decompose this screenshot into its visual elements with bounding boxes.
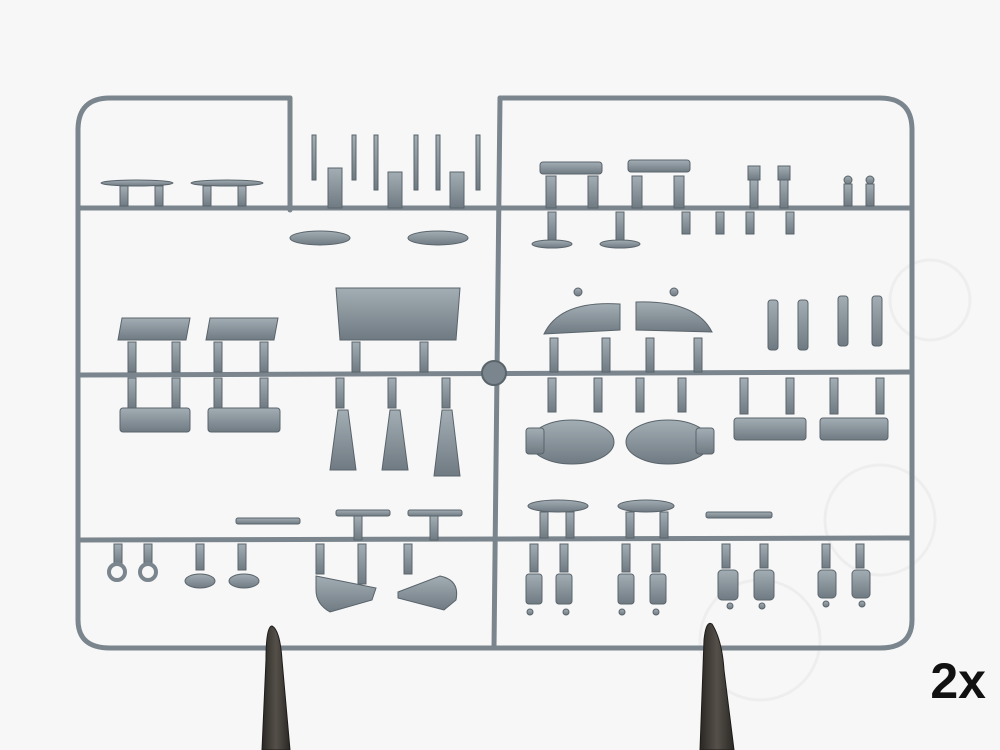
row-3-parts — [107, 499, 871, 616]
quantity-label: 2x — [930, 653, 986, 709]
stand-clips — [261, 622, 735, 750]
row-1-parts — [100, 134, 875, 249]
watermark-graphic — [698, 258, 972, 702]
sprue-hub — [481, 360, 507, 386]
row-2-parts — [117, 287, 889, 477]
